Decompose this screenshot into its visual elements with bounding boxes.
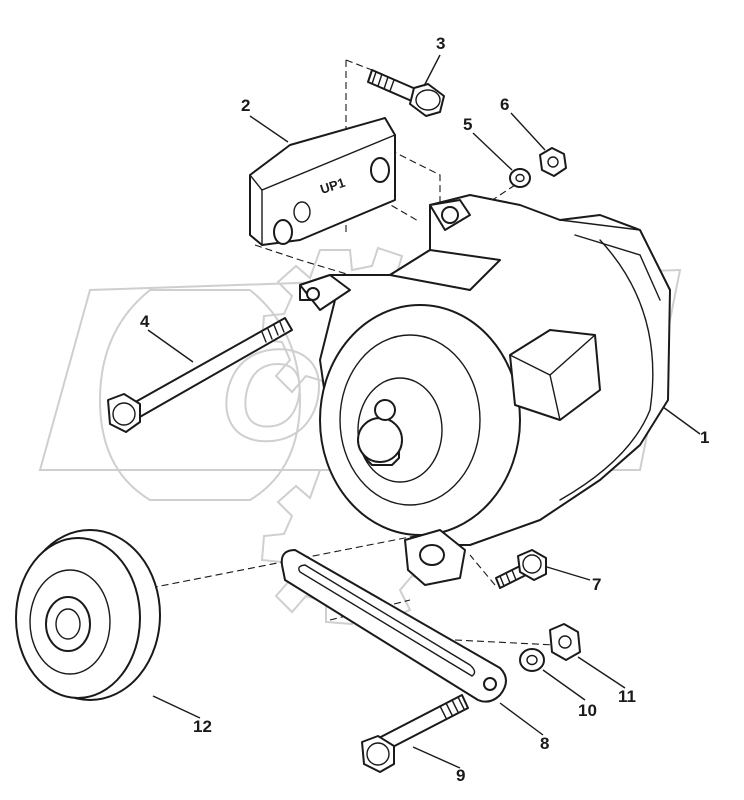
bracket-marking: UP1 <box>318 175 347 197</box>
callout-2: 2 <box>241 96 250 115</box>
pulley <box>15 529 161 701</box>
nut-6 <box>539 147 567 177</box>
washer-5 <box>509 168 531 188</box>
bracket: UP1 <box>249 117 396 246</box>
callout-7: 7 <box>592 575 601 594</box>
callout-10: 10 <box>578 701 597 720</box>
alternator <box>299 194 671 586</box>
callout-3: 3 <box>436 34 445 53</box>
leader-lines <box>147 54 701 769</box>
bolt-7 <box>495 549 547 589</box>
washer-10 <box>519 648 545 672</box>
callout-9: 9 <box>456 766 465 785</box>
bolt-top <box>367 69 445 117</box>
nut-11 <box>549 623 581 661</box>
bolt-9 <box>361 694 469 773</box>
callout-1: 1 <box>700 428 709 447</box>
callout-8: 8 <box>540 734 549 753</box>
callout-6: 6 <box>500 95 509 114</box>
adjusting-strap <box>280 549 507 703</box>
callout-4: 4 <box>140 312 150 331</box>
alignment-lines <box>139 59 556 646</box>
callout-12: 12 <box>193 717 212 736</box>
long-bolt <box>107 317 293 433</box>
callout-5: 5 <box>463 115 472 134</box>
callout-11: 11 <box>618 687 636 706</box>
callout-numbers: 1 2 3 4 5 6 7 8 9 10 11 12 <box>140 34 709 785</box>
